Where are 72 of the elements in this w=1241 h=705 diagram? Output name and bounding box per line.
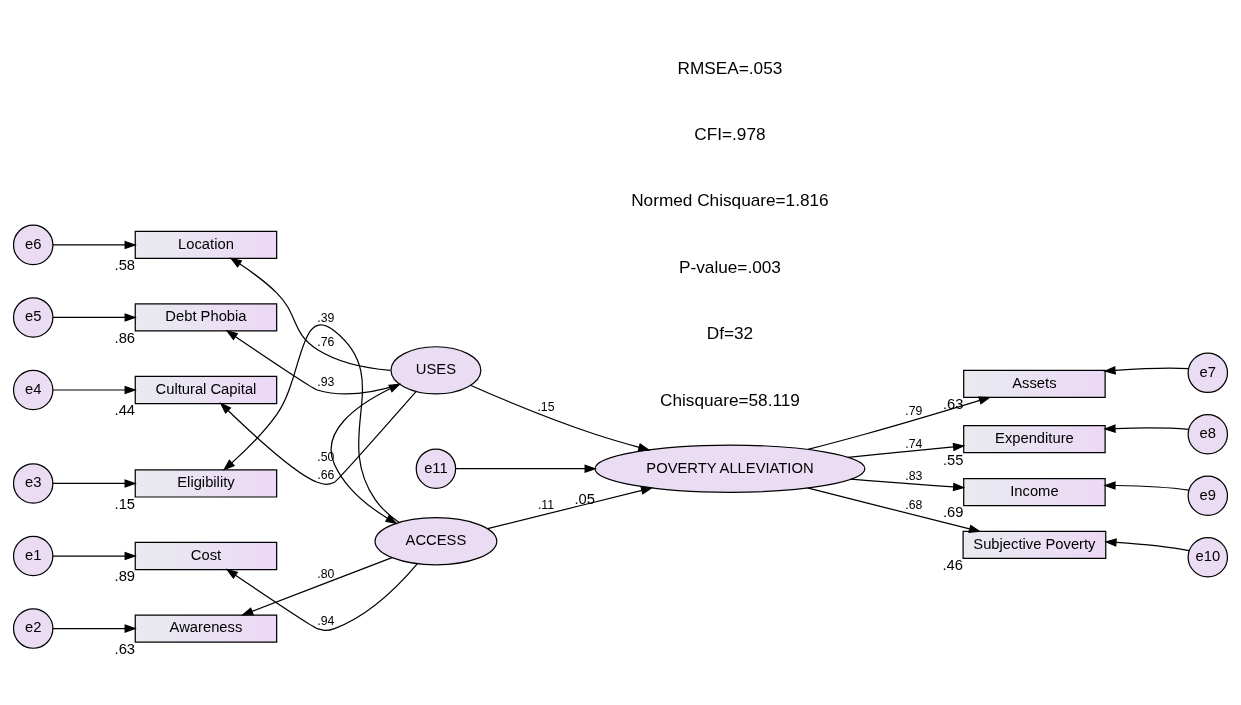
node-circle: e1 [12,535,54,577]
node-label: .05 [574,490,595,507]
label: Chisquare=58.119 [660,389,800,410]
arrow [229,257,392,371]
edge-label: .68 [905,498,923,513]
node-label: .63 [943,396,964,413]
arrow [241,557,393,616]
edge-label: .80 [317,567,335,582]
node-label: .15 [114,495,136,512]
node-circle: e5 [12,297,54,338]
node-circle: e6 [12,224,54,266]
node-circle: e2 [12,608,54,649]
arrow [52,624,137,633]
arrow [52,479,137,488]
edge-label: .79 [905,403,923,418]
arrow [807,396,992,451]
node-box: Cultural Capital [134,375,278,405]
label: RMSEA=.053 [677,57,783,78]
label: P-value=.003 [679,256,781,277]
node-circle: e4 [12,369,54,411]
node-circle: e11 [415,448,457,489]
node-label: .58 [114,257,136,274]
node-box: Eligibility [134,469,278,498]
edge-label: .11 [537,498,555,513]
arrow [52,240,137,250]
arrow [487,486,654,530]
arrow [219,391,417,485]
arrow [1104,538,1190,552]
node-box: Subjective Poverty [962,530,1107,560]
edge-label: .15 [537,399,555,414]
edge-label: .74 [905,436,923,451]
label: CFI=.978 [694,124,766,145]
node-label: .55 [943,451,964,468]
node-box: Income [963,477,1106,507]
arrow [806,487,982,533]
node-label: .86 [114,329,136,346]
arrow [52,551,137,561]
arrow [847,442,966,458]
edge-label: .76 [317,334,335,349]
arrow [455,464,597,473]
node-box: Debt Phobia [134,303,278,332]
node-box: Awareness [134,614,278,643]
edge-label: .83 [905,468,923,483]
node-circle: e7 [1187,352,1229,394]
edge-label: .66 [317,467,335,482]
edge-label: .93 [317,375,335,390]
node-circle: e10 [1187,536,1229,578]
arrow [52,385,137,395]
label: Df=32 [706,323,754,344]
arrow [1103,366,1190,375]
edge-label: .39 [317,311,335,326]
edge-label: .94 [317,613,335,628]
node-box: Location [134,230,278,260]
node-label: .46 [942,557,963,574]
node-label: .69 [943,504,964,521]
node-circle: e9 [1187,475,1229,517]
node-box: Assets [963,369,1106,398]
node-box: Cost [134,541,278,571]
node-label: .44 [114,402,136,419]
node-label: .89 [114,568,136,585]
node-ellipse: ACCESS [374,517,498,566]
arrow [1103,424,1190,433]
node-circle: e8 [1187,414,1229,455]
arrow [470,384,651,452]
arrow [225,563,418,631]
node-label: .63 [114,640,136,657]
arrow [850,478,966,492]
node-circle: e3 [12,463,54,504]
arrow [52,313,137,322]
node-box: Expenditure [963,425,1106,454]
arrow [1103,481,1190,491]
label: Normed Chisquare=1.816 [631,190,829,211]
